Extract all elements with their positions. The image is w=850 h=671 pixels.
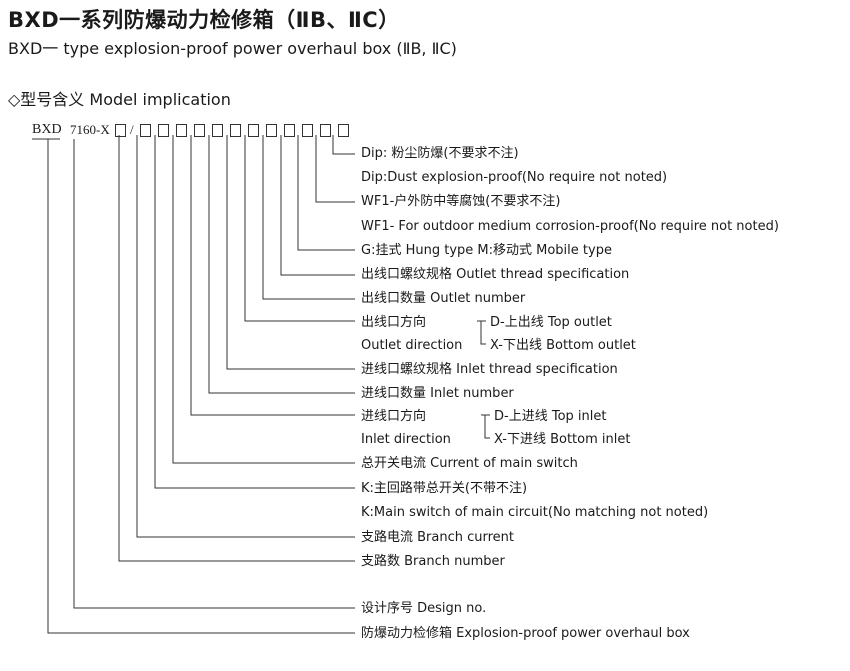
code-slash: / (130, 122, 134, 137)
label-main-switch-current: 总开关电流 Current of main switch (361, 456, 578, 471)
label-inlet-top: D-上进线 Top inlet (494, 409, 607, 424)
label-inlet-bottom: X-下进线 Bottom inlet (494, 432, 631, 447)
code-box (230, 124, 241, 137)
label-wf1-en: WF1- For outdoor medium corrosion-proof(… (361, 219, 779, 234)
label-branch-number: 支路数 Branch number (361, 554, 505, 569)
label-design-no: 设计序号 Design no. (361, 601, 487, 616)
label-branch-current: 支路电流 Branch current (361, 530, 515, 545)
code-box (176, 124, 187, 137)
page-title: BXD一系列防爆动力检修箱（ⅡB、ⅡC） (8, 8, 400, 32)
code-box (284, 124, 295, 137)
label-outlet-direction-en: Outlet direction (361, 338, 463, 353)
code-box (158, 124, 169, 137)
code-prefix: BXD (32, 122, 62, 137)
label-dip-zh: Dip: 粉尘防爆(不要求不注) (361, 146, 519, 161)
code-box (320, 124, 331, 137)
page-subtitle: BXD一 type explosion-proof power overhaul… (8, 39, 457, 58)
label-inlet-direction-zh: 进线口方向 (361, 409, 427, 424)
label-outlet-thread: 出线口螺纹规格 Outlet thread specification (361, 267, 630, 282)
label-mount-type: G:挂式 Hung type M:移动式 Mobile type (361, 243, 612, 258)
label-dip-en: Dip:Dust explosion-proof(No require not … (361, 170, 668, 185)
code-number: 7160-X (70, 122, 110, 137)
code-box (338, 124, 349, 137)
label-outlet-direction-zh: 出线口方向 (361, 315, 427, 330)
code-box (194, 124, 205, 137)
label-main-switch-zh: K:主回路带总开关(不带不注) (361, 481, 528, 496)
label-outlet-number: 出线口数量 Outlet number (361, 291, 526, 306)
label-box-name: 防爆动力检修箱 Explosion-proof power overhaul b… (361, 626, 690, 641)
code-box (212, 124, 223, 137)
label-outlet-top: D-上出线 Top outlet (490, 315, 612, 330)
code-box (115, 124, 126, 137)
section-heading: ◇型号含义 Model implication (8, 90, 231, 109)
code-box (140, 124, 151, 137)
label-wf1-zh: WF1-户外防中等腐蚀(不要求不注) (361, 194, 561, 209)
label-inlet-number: 进线口数量 Inlet number (361, 386, 514, 401)
label-outlet-bottom: X-下出线 Bottom outlet (490, 338, 636, 353)
code-box (266, 124, 277, 137)
label-main-switch-en: K:Main switch of main circuit(No matchin… (361, 505, 709, 520)
code-box (248, 124, 259, 137)
label-inlet-thread: 进线口螺纹规格 Inlet thread specification (361, 362, 618, 377)
label-inlet-direction-en: Inlet direction (361, 432, 451, 447)
code-box (302, 124, 313, 137)
